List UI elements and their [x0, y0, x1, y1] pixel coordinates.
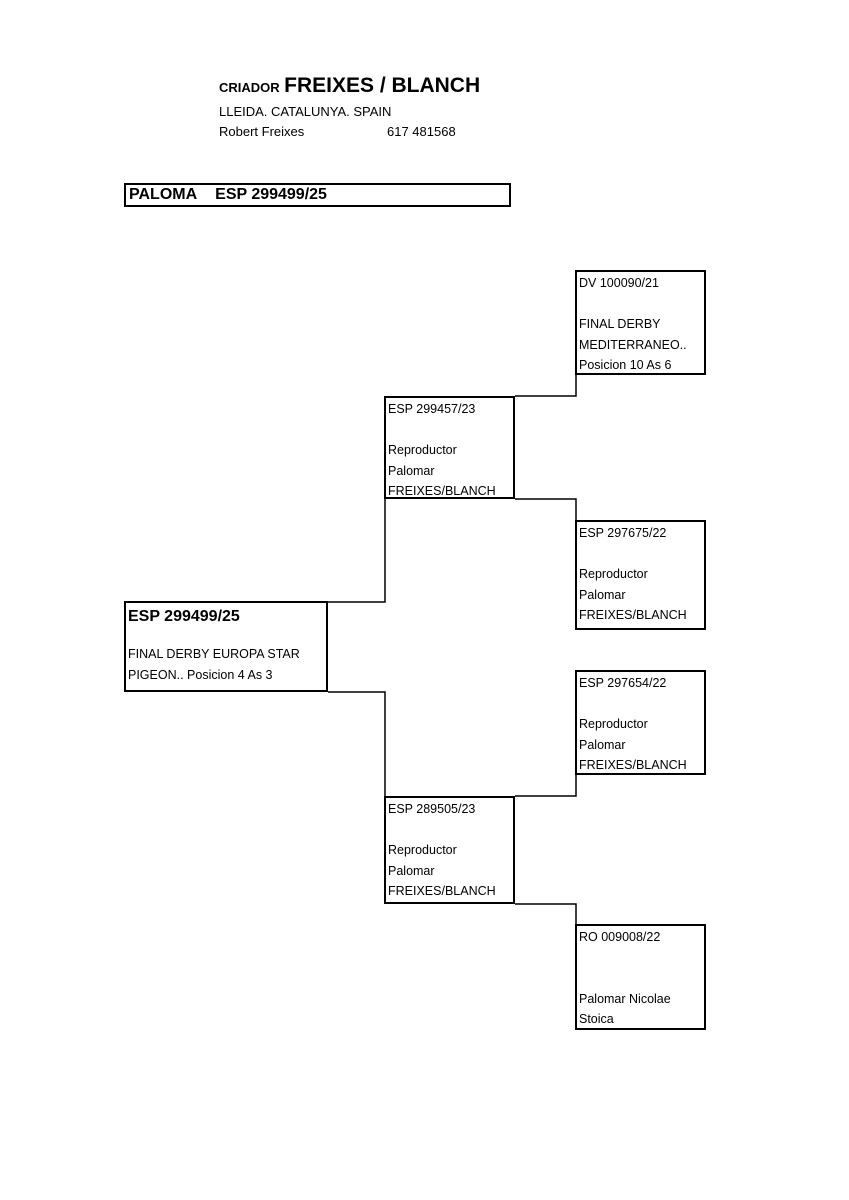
connector-subject-dam [328, 691, 386, 796]
dam-ring: ESP 289505/23 [388, 802, 476, 816]
dam-box: ESP 289505/23 Reproductor Palomar FREIXE… [384, 796, 515, 904]
breeder-name: FREIXES / BLANCH [284, 74, 481, 97]
sire-dam-box: ESP 297675/22 Reproductor Palomar FREIXE… [575, 520, 706, 630]
sire-sire-line2: MEDITERRANEO.. [579, 337, 687, 352]
connector-subject-sire [328, 499, 386, 603]
sire-box: ESP 299457/23 Reproductor Palomar FREIXE… [384, 396, 515, 499]
banner-label: PALOMA [129, 186, 198, 203]
subject-info-line2: PIGEON.. Posicion 4 As 3 [128, 667, 273, 682]
dam-sire-line2: Palomar [579, 737, 626, 752]
breeder-title-prefix: CRIADOR [219, 80, 280, 95]
sire-line3: FREIXES/BLANCH [388, 484, 496, 498]
contact-phone: 617 481568 [387, 124, 456, 139]
dam-dam-line2: Palomar Nicolae [579, 991, 671, 1006]
subject-ring: ESP 299499/25 [128, 608, 240, 625]
sire-line1: Reproductor [388, 443, 457, 457]
dam-dam-ring: RO 009008/22 [579, 930, 661, 944]
sire-sire-box: DV 100090/21 FINAL DERBY MEDITERRANEO.. … [575, 270, 706, 375]
dam-dam-box: RO 009008/22 Palomar Nicolae Stoica [575, 924, 706, 1030]
pigeon-banner: PALOMA ESP 299499/25 [124, 183, 511, 207]
sire-line2: Palomar [388, 463, 435, 478]
subject-info-line1: FINAL DERBY EUROPA STAR [128, 647, 300, 661]
sire-dam-line3: FREIXES/BLANCH [579, 608, 687, 622]
connector-dam-sire [515, 775, 577, 797]
dam-sire-line3: FREIXES/BLANCH [579, 758, 687, 772]
sire-sire-line3: Posicion 10 As 6 [579, 358, 672, 372]
sire-dam-line2: Palomar [579, 587, 626, 602]
dam-sire-ring: ESP 297654/22 [579, 676, 667, 690]
dam-line1: Reproductor [388, 843, 457, 857]
dam-sire-line1: Reproductor [579, 717, 648, 731]
dam-dam-line3: Stoica [579, 1012, 614, 1026]
connector-dam-dam [515, 903, 577, 924]
sire-ring: ESP 299457/23 [388, 402, 476, 416]
sire-dam-ring: ESP 297675/22 [579, 526, 667, 540]
dam-line3: FREIXES/BLANCH [388, 884, 496, 898]
breeder-location: LLEIDA. CATALUNYA. SPAIN [219, 104, 392, 119]
dam-sire-box: ESP 297654/22 Reproductor Palomar FREIXE… [575, 670, 706, 775]
sire-sire-line1: FINAL DERBY [579, 317, 661, 331]
breeder-header: CRIADOR FREIXES / BLANCH LLEIDA. CATALUN… [219, 72, 480, 142]
breeder-title: CRIADOR FREIXES / BLANCH [219, 72, 480, 102]
dam-dam-line1 [579, 968, 704, 989]
sire-sire-ring: DV 100090/21 [579, 276, 659, 290]
subject-pigeon-box: ESP 299499/25 FINAL DERBY EUROPA STAR PI… [124, 601, 328, 692]
connector-sire-dam [515, 498, 577, 520]
banner-ring: ESP 299499/25 [215, 186, 327, 203]
dam-line2: Palomar [388, 863, 435, 878]
sire-dam-line1: Reproductor [579, 567, 648, 581]
contact-name: Robert Freixes [219, 124, 305, 139]
connector-sire-sire [515, 375, 577, 397]
breeder-contact: Robert Freixes 617 481568 [219, 122, 480, 142]
